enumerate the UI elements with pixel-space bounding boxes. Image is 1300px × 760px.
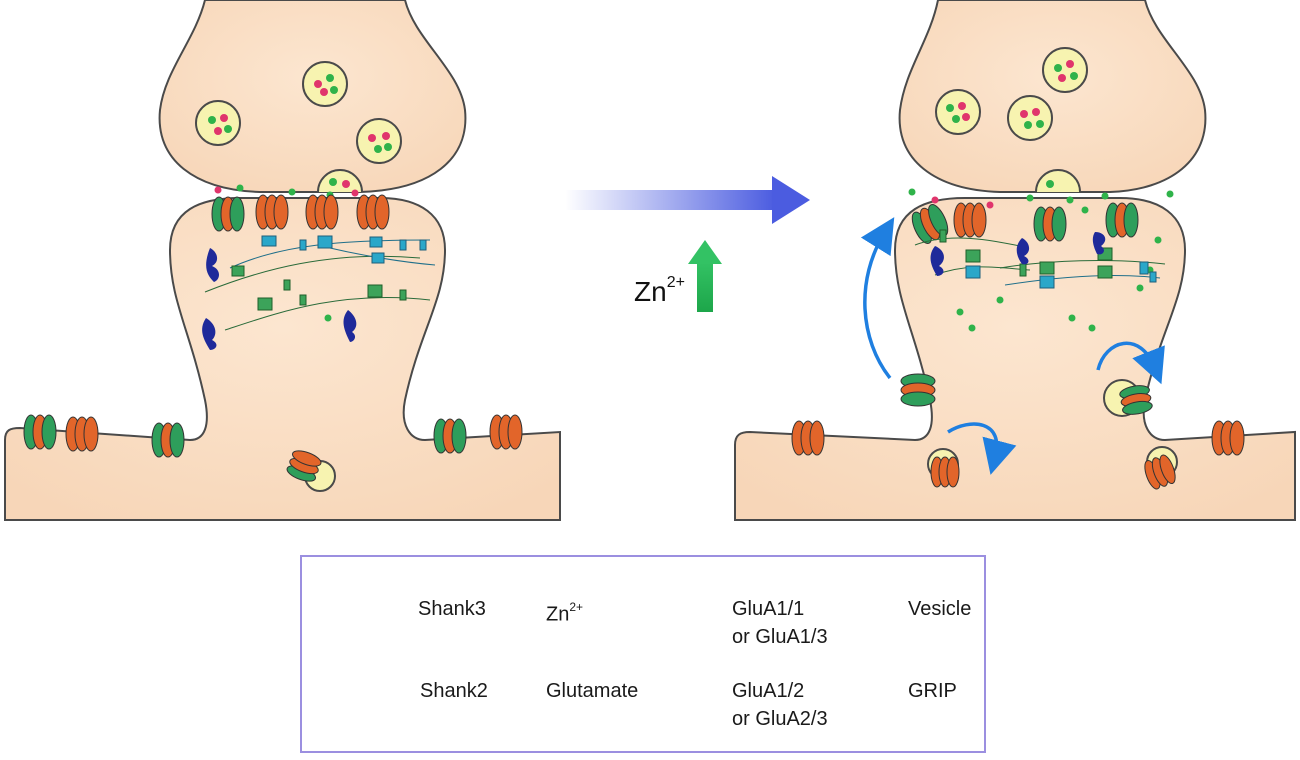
transition-arrow — [565, 176, 810, 224]
vesicle-receptors-right — [927, 379, 1178, 490]
legend-glua-orange-label: GluA1/1 or GluA1/3 — [732, 598, 828, 648]
presynaptic-terminal-right — [898, 0, 1207, 193]
right-synapse — [734, 0, 1296, 521]
internalized-receptor-left — [286, 450, 336, 492]
synaptic-vesicles-left — [195, 61, 402, 193]
cleft-ions-right — [908, 188, 1174, 332]
ampa-receptors-left — [23, 194, 523, 458]
synaptic-vesicles-right — [935, 47, 1088, 193]
postsynaptic-dendrite-right — [734, 197, 1296, 521]
grip-proteins-right — [930, 232, 1106, 276]
shank-scaffold-right — [914, 229, 1166, 289]
shank-scaffold-left — [204, 235, 436, 331]
legend-vesicle-label: Vesicle — [908, 598, 972, 620]
legend-zinc-label: Zn2+ — [546, 600, 584, 626]
legend-glutamate-label: Glutamate — [546, 680, 639, 702]
legend-shank3-label: Shank3 — [418, 598, 486, 620]
legend-glua-green-label: GluA1/2 or GluA2/3 — [732, 680, 828, 730]
zinc-increase-arrow — [688, 240, 722, 312]
grip-proteins-left — [202, 248, 357, 350]
legend-shank2-label: Shank2 — [420, 680, 488, 702]
ampa-receptors-right — [791, 202, 1245, 456]
legend-box: Shank3 Zn2+ GluA1/1 or GluA1/3 Vesicle S… — [300, 555, 986, 753]
postsynaptic-dendrite-left — [4, 197, 561, 521]
legend-grip-label: GRIP — [908, 680, 957, 702]
left-synapse — [4, 0, 561, 521]
trafficking-arrows-right — [860, 217, 1165, 475]
zinc-stimulus-label: Zn2+ — [634, 273, 685, 307]
